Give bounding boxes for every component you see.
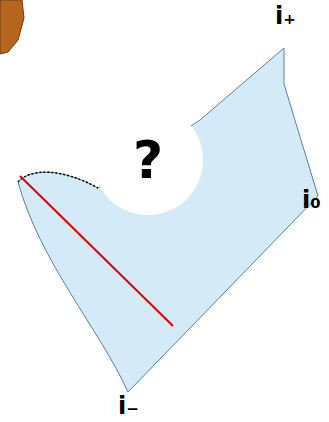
question-mark: ?: [133, 134, 163, 186]
infinity-label: i₀: [302, 188, 321, 212]
infinity-label: i₊: [275, 4, 296, 28]
unknown-region-circle: ?: [92, 104, 204, 216]
spacetime-region: [18, 48, 318, 392]
white-circle: [93, 105, 203, 215]
cartoon-fragment: [0, 0, 24, 54]
infinity-label: i₋: [118, 394, 139, 418]
